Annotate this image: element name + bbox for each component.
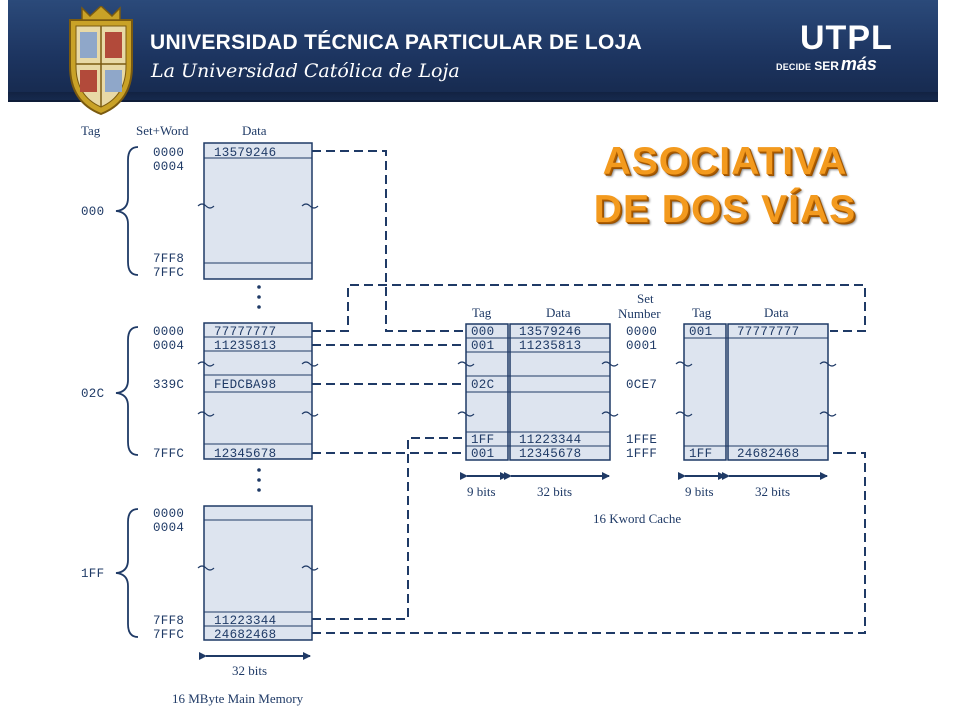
mm-caption: 16 MByte Main Memory: [172, 691, 304, 706]
cache0-tag: 1FF: [471, 433, 494, 447]
cache0-data: 12345678: [519, 447, 581, 461]
cache0-tag: 001: [471, 339, 494, 353]
cache1-tag: 1FF: [689, 447, 712, 461]
mm-addr: 0000: [153, 507, 184, 521]
mm-gap-dots-1: [257, 285, 261, 309]
cache1-data: 24682468: [737, 447, 799, 461]
mm-col-setword: Set+Word: [136, 123, 189, 138]
slide-title: ASOCIATIVA DE DOS VÍAS: [560, 138, 890, 234]
mm-data: 24682468: [214, 628, 276, 642]
set-number: 1FFF: [626, 447, 657, 461]
tagline-word-3: más: [840, 54, 877, 74]
set-number: 0001: [626, 339, 657, 353]
mm-block-02c: 02C 0000 0004 339C 7FFC 77777777 1123581…: [81, 322, 319, 461]
cache-way-1: 001 1FF 77777777 24682468: [675, 323, 837, 461]
mm-addr: 7FFC: [153, 266, 184, 280]
cache0-tag: 000: [471, 325, 494, 339]
university-subtitle: La Universidad Católica de Loja: [151, 60, 460, 82]
mm-data: 11223344: [214, 614, 276, 628]
mm-addr: 0000: [153, 146, 184, 160]
mm-addr: 0004: [153, 521, 184, 535]
mm-tag-000: 000: [81, 205, 104, 219]
map-line-000-0000: [312, 150, 464, 332]
mm-addr: 0000: [153, 325, 184, 339]
mm-addr: 339C: [153, 378, 184, 392]
banner-shadow: [8, 92, 938, 100]
cache0-tag: 001: [471, 447, 494, 461]
cache0-data: 11223344: [519, 433, 581, 447]
mm-brace-02c: [115, 326, 139, 456]
mm-tag-02c: 02C: [81, 387, 104, 401]
tagline-word-2: SER: [814, 59, 839, 73]
cache0-data: 13579246: [519, 325, 581, 339]
cache0-col-tag: Tag: [472, 305, 492, 320]
set-number-label-2: Number: [618, 306, 661, 321]
cache-caption: 16 Kword Cache: [593, 511, 681, 526]
mm-addr: 7FFC: [153, 447, 184, 461]
set-number: 0CE7: [626, 378, 657, 392]
set-number: 1FFE: [626, 433, 657, 447]
mm-width-label: 32 bits: [232, 663, 267, 678]
mm-data: 12345678: [214, 447, 276, 461]
mapping-lines: [312, 150, 866, 634]
cache-way-0: 000 001 02C 1FF 001 13579246 11235813 11…: [457, 323, 619, 461]
university-name: UNIVERSIDAD TÉCNICA PARTICULAR DE LOJA: [150, 31, 643, 54]
map-line-02c-0000: [312, 284, 866, 332]
set-number-label-1: Set: [637, 291, 654, 306]
mm-gap-dots-2: [257, 468, 261, 492]
cache1-tag: 001: [689, 325, 712, 339]
slide-title-line-1: ASOCIATIVA: [602, 140, 848, 183]
mm-addr: 7FF8: [153, 252, 184, 266]
map-line-1ff-7ff8: [312, 437, 464, 620]
cache1-data-bits: 32 bits: [755, 484, 790, 499]
mm-col-tag: Tag: [81, 123, 101, 138]
university-crest-icon: [69, 6, 133, 116]
mm-block-1ff: 1FF 0000 0004 7FF8 7FFC 11223344 2468246…: [81, 505, 319, 642]
mm-col-data: Data: [242, 123, 267, 138]
mm-addr: 0004: [153, 339, 184, 353]
brand-logo-text: UTPL: [800, 19, 893, 57]
mm-addr: 7FF8: [153, 614, 184, 628]
cache1-tag-bits: 9 bits: [685, 484, 714, 499]
mm-brace-000: [115, 146, 139, 276]
slide-title-line-2: DE DOS VÍAS: [593, 188, 857, 231]
mm-data: 11235813: [214, 339, 276, 353]
mm-data: 77777777: [214, 325, 276, 339]
set-number: 0000: [626, 325, 657, 339]
tagline-word-1: DECIDE: [776, 62, 812, 72]
mm-block-000: 000 0000 0004 7FF8 7FFC 13579246: [81, 142, 319, 280]
cache0-tag: 02C: [471, 378, 494, 392]
cache0-data-bits: 32 bits: [537, 484, 572, 499]
brand-tagline: DECIDE SER más: [776, 54, 877, 75]
cache1-col-tag: Tag: [692, 305, 712, 320]
header-banner: [8, 0, 938, 102]
mm-data: FEDCBA98: [214, 378, 276, 392]
cache1-data: 77777777: [737, 325, 799, 339]
cache1-col-data: Data: [764, 305, 789, 320]
mm-addr: 7FFC: [153, 628, 184, 642]
cache0-data: 11235813: [519, 339, 581, 353]
mm-tag-1ff: 1FF: [81, 567, 104, 581]
mm-brace-1ff: [115, 508, 139, 638]
cache0-tag-bits: 9 bits: [467, 484, 496, 499]
map-line-1ff-7ffc: [312, 452, 866, 634]
cache0-col-data: Data: [546, 305, 571, 320]
mm-data: 13579246: [214, 146, 276, 160]
mm-addr: 0004: [153, 160, 184, 174]
